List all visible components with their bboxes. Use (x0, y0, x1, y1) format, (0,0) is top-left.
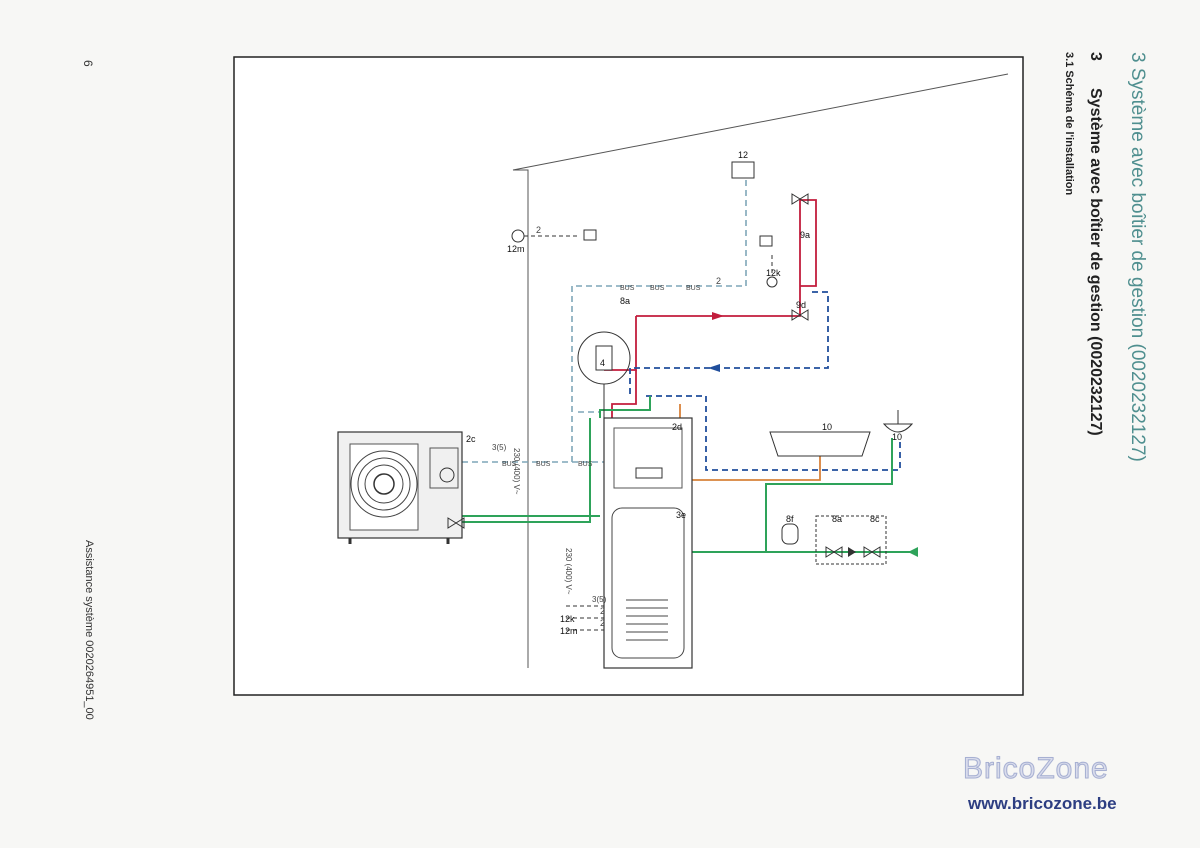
label-12: 12 (738, 150, 748, 160)
bathtub (769, 431, 871, 457)
bus-label: BUS (578, 461, 593, 468)
cable-lines (524, 235, 773, 631)
sensor-12k-top (766, 276, 778, 288)
heater-component (577, 331, 631, 420)
controller-12 (731, 161, 755, 179)
house-outline (512, 73, 1009, 668)
cable-35-label: 3(5) (592, 595, 607, 604)
safety-group (815, 515, 887, 565)
cable-2-label: 2 (600, 606, 605, 616)
bus-label: BUS (502, 461, 517, 468)
label-8a-bottom: 8a (832, 514, 842, 524)
expansion-vessel (781, 523, 799, 545)
label-12k-top: 12k (766, 268, 781, 278)
heating-return-lines (629, 291, 901, 471)
valves (447, 193, 881, 558)
label-12k-bottom: 12k (560, 614, 575, 624)
label-3e: 3e (676, 510, 686, 520)
indoor-unit (603, 417, 693, 669)
label-2d: 2d (672, 422, 682, 432)
label-10-sink: 10 (892, 432, 902, 442)
flow-arrow (712, 312, 724, 320)
inlet-arrow (908, 547, 918, 557)
cable-2-label: 2 (536, 225, 541, 235)
label-9a: 9a (800, 230, 810, 240)
bus-label: BUS (620, 285, 635, 292)
bus-lines (462, 178, 747, 463)
label-12m-bottom: 12m (560, 626, 578, 636)
sink (882, 423, 914, 433)
bus-label: BUS (650, 285, 665, 292)
label-12m-top: 12m (507, 244, 525, 254)
label-4: 4 (600, 358, 605, 368)
cable-35-label: 3(5) (492, 443, 507, 452)
return-arrow (708, 364, 720, 372)
label-10-bath: 10 (822, 422, 832, 432)
label-2c: 2c (466, 434, 476, 444)
bus-label: BUS (536, 461, 551, 468)
label-8a-top: 8a (620, 296, 630, 306)
cable-2-label: 2 (716, 276, 721, 286)
supply-label-top: 230 (400) V~ (512, 448, 521, 495)
label-8c: 8c (870, 514, 880, 524)
label-8f: 8f (786, 514, 794, 524)
outdoor-unit (337, 431, 463, 544)
sensor-12m-top (511, 229, 525, 243)
cable-2-label: 2 (600, 618, 605, 628)
watermark-brand: BricoZone (963, 752, 1109, 786)
bus-label: BUS (686, 285, 701, 292)
supply-label-bottom: 230 (400) V~ (564, 548, 573, 595)
room-sensor-9a (759, 235, 773, 247)
room-sensor-top (583, 229, 597, 241)
heating-flow-lines (604, 199, 817, 418)
watermark-url[interactable]: www.bricozone.be (968, 794, 1117, 813)
check-valve (848, 547, 856, 557)
label-9d: 9d (796, 300, 806, 310)
